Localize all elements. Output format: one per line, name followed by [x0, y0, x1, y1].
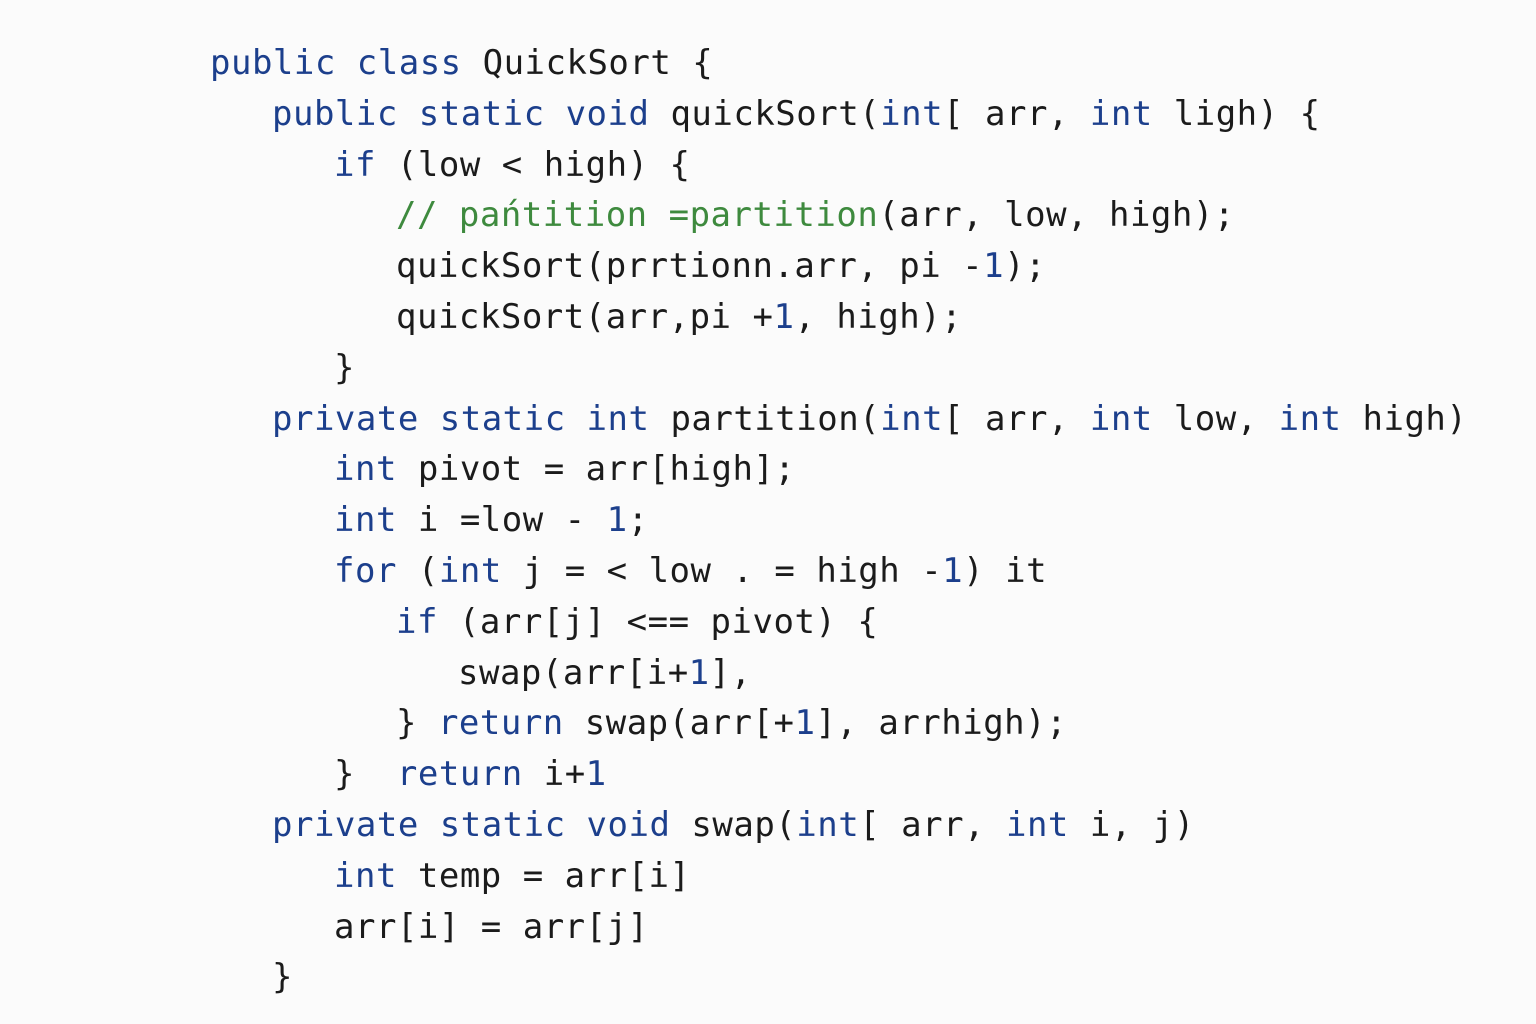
code-keyword: private static void	[272, 804, 671, 845]
code-text: ], arrhigh);	[815, 703, 1068, 744]
code-text: [ arr,	[943, 93, 1090, 134]
code-keyword: int	[880, 93, 944, 134]
code-text: ;	[627, 500, 649, 541]
code-text: QuickSort {	[461, 43, 714, 83]
code-line: int i =low - 1;	[210, 495, 1536, 546]
code-text: [ arr,	[943, 398, 1090, 439]
code-keyword: return	[396, 754, 523, 795]
code-text: , high);	[794, 296, 963, 337]
code-text: j = < low . = high -	[501, 550, 943, 591]
code-keyword: int	[1005, 804, 1069, 845]
code-keyword: int	[880, 398, 944, 439]
code-keyword: int	[1278, 398, 1342, 439]
code-line: int pivot = arr[high];	[210, 444, 1536, 495]
code-line: if (low < high) {	[210, 140, 1536, 191]
code-line: public static void quickSort(int[ arr, i…	[210, 89, 1536, 140]
code-keyword: for	[334, 550, 397, 591]
code-line: }	[210, 343, 1536, 394]
code-number: 1	[585, 754, 607, 795]
code-number: 1	[794, 703, 816, 744]
code-keyword: int	[334, 500, 397, 541]
code-text: swap(	[670, 804, 797, 845]
code-text: quickSort(	[649, 93, 881, 134]
code-text: low,	[1152, 398, 1279, 439]
code-line: public class QuickSort {	[210, 38, 1536, 89]
code-keyword: public static void	[272, 93, 650, 134]
code-text: (arr[j] <== pivot) {	[437, 601, 879, 642]
code-keyword: int	[1089, 93, 1153, 134]
code-text: swap(arr[i+	[458, 652, 689, 693]
code-keyword: private static int	[272, 398, 650, 439]
code-text: i, j)	[1068, 804, 1195, 845]
code-text: );	[1004, 246, 1047, 287]
code-number: 1	[942, 550, 964, 591]
code-line: quickSort(prrtionn.arr, pi -1);	[210, 241, 1536, 292]
code-number: 1	[773, 296, 795, 337]
code-text: }	[272, 957, 293, 998]
code-keyword: int	[796, 804, 860, 845]
code-line: }	[210, 952, 1536, 1003]
code-keyword: int	[334, 449, 397, 490]
code-line: swap(arr[i+1],	[210, 648, 1536, 699]
code-keyword: int	[334, 855, 397, 896]
code-text: [ arr,	[859, 804, 1006, 845]
code-text: ) it	[963, 550, 1048, 591]
code-line: int temp = arr[i]	[210, 851, 1536, 902]
code-text: i+	[522, 754, 586, 795]
code-line: quickSort(arr,pi +1, high);	[210, 292, 1536, 343]
code-text: quickSort(prrtionn.arr, pi -	[396, 246, 984, 287]
code-keyword: if	[396, 601, 438, 642]
code-keyword: if	[334, 144, 376, 185]
code-text: i =low -	[396, 500, 607, 541]
code-line: // pańtition =partition(arr, low, high);	[210, 190, 1536, 241]
code-text: }	[396, 703, 438, 744]
code-number: 1	[606, 500, 628, 541]
code-text: (low < high) {	[375, 144, 691, 185]
code-text: arr[i] = arr[j]	[334, 906, 649, 947]
code-line: if (arr[j] <== pivot) {	[210, 597, 1536, 648]
code-keyword: public class	[210, 43, 462, 83]
code-line: for (int j = < low . = high -1) it	[210, 546, 1536, 597]
code-line: } return swap(arr[+1], arrhigh);	[210, 698, 1536, 749]
code-keyword: int	[438, 550, 502, 591]
code-text: (	[396, 550, 439, 591]
code-text: }	[334, 754, 397, 795]
code-text: temp = arr[i]	[396, 855, 691, 896]
code-text: }	[334, 347, 355, 388]
code-text: ligh) {	[1152, 93, 1321, 134]
code-text: quickSort(arr,pi +	[396, 296, 774, 337]
code-keyword: return	[437, 703, 564, 744]
code-line: private static int partition(int[ arr, i…	[210, 394, 1536, 445]
code-text: high)	[1341, 398, 1468, 439]
code-keyword: int	[1089, 398, 1153, 439]
code-line: private static void swap(int[ arr, int i…	[210, 800, 1536, 851]
code-number: 1	[983, 246, 1005, 287]
code-text: partition(	[649, 398, 881, 439]
code-text: pivot = arr[high];	[396, 449, 796, 490]
code-text: ],	[709, 652, 752, 693]
code-comment: // pańtition =partition	[396, 195, 879, 236]
code-text: (arr, low, high);	[878, 195, 1235, 236]
code-text: swap(arr[+	[563, 703, 795, 744]
code-line: arr[i] = arr[j]	[210, 902, 1536, 953]
code-line: } return i+1	[210, 749, 1536, 800]
code-number: 1	[688, 652, 710, 693]
